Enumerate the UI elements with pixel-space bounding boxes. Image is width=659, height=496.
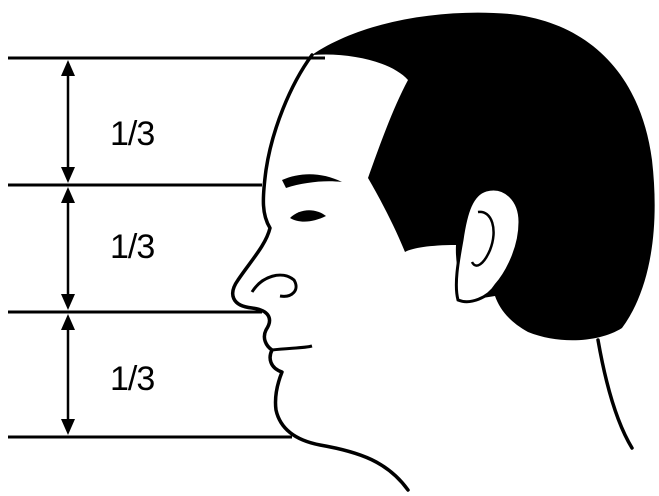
face-outline [233,55,408,490]
arrow-up-icon [61,187,75,203]
neck-back-line [598,340,632,448]
arrow-down-icon [61,419,75,435]
section-label-bottom: 1/3 [110,360,154,398]
measurement-arrows [61,60,75,435]
mouth-line [272,346,312,350]
arrow-down-icon [61,294,75,310]
eyebrow-shape [282,174,342,188]
section-label-middle: 1/3 [110,228,154,266]
section-label-top: 1/3 [110,115,154,153]
head-profile-illustration [233,13,655,490]
eye-shape [290,210,326,221]
arrow-up-icon [61,60,75,76]
arrow-down-icon [61,167,75,183]
nostril-line [252,275,296,296]
arrow-up-icon [61,314,75,330]
